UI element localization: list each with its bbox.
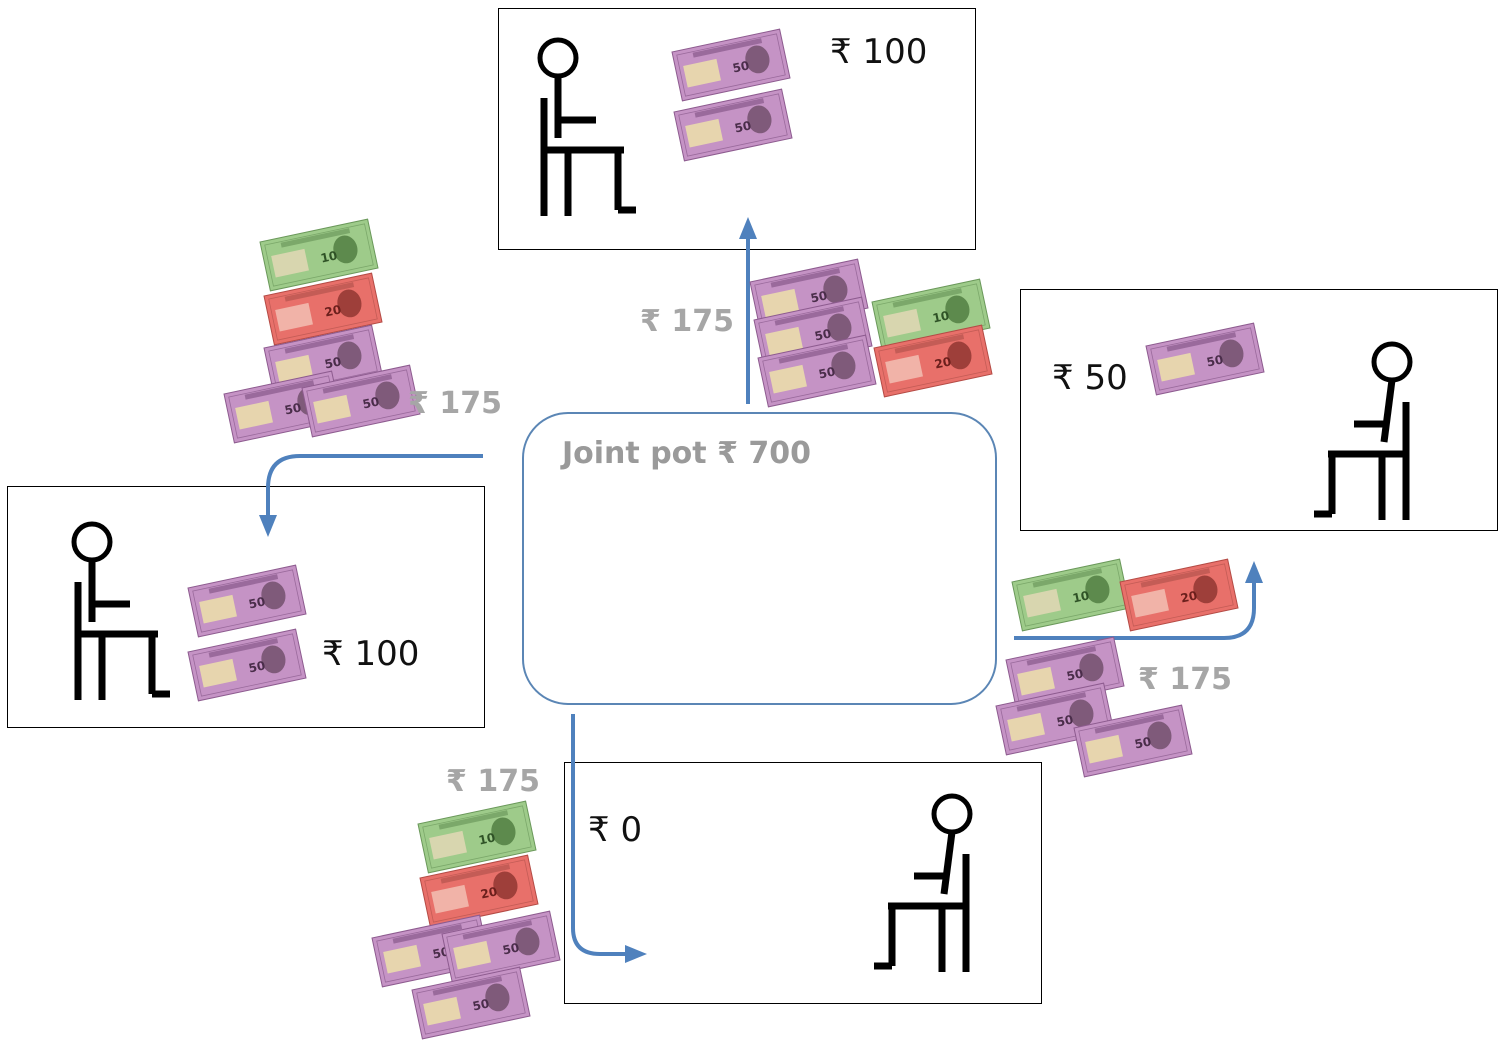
joint-pot: Joint pot ₹ 700 bbox=[522, 412, 997, 705]
banknote-50 bbox=[187, 564, 307, 638]
player-top-amount: ₹ 100 bbox=[830, 32, 928, 72]
player-figure-top bbox=[540, 40, 636, 216]
banknote-50 bbox=[187, 628, 307, 702]
flow-label-bottom: ₹ 175 bbox=[446, 764, 540, 799]
player-figure-bottom bbox=[874, 796, 970, 972]
arrow-to-right bbox=[1014, 561, 1263, 640]
banknote-50 bbox=[411, 966, 531, 1040]
player-box-right bbox=[1020, 289, 1498, 531]
flow-label-top: ₹ 175 bbox=[640, 304, 734, 339]
banknote-50 bbox=[671, 28, 791, 102]
player-figure-right bbox=[1314, 344, 1410, 520]
joint-pot-label: Joint pot ₹ 700 bbox=[562, 436, 812, 471]
flow-label-left: ₹ 175 bbox=[408, 386, 502, 421]
banknote-50 bbox=[673, 88, 793, 162]
player-right-amount: ₹ 50 bbox=[1052, 358, 1128, 398]
flow-label-right: ₹ 175 bbox=[1138, 662, 1232, 697]
player-bottom-amount: ₹ 0 bbox=[588, 810, 643, 850]
player-figure-left bbox=[74, 524, 170, 700]
banknote-10 bbox=[1011, 558, 1131, 632]
player-left-amount: ₹ 100 bbox=[322, 634, 420, 674]
banknote-20 bbox=[1119, 558, 1239, 632]
banknote-50 bbox=[1145, 322, 1265, 396]
arrow-to-bottom bbox=[571, 714, 647, 963]
arrow-to-left bbox=[259, 454, 483, 537]
